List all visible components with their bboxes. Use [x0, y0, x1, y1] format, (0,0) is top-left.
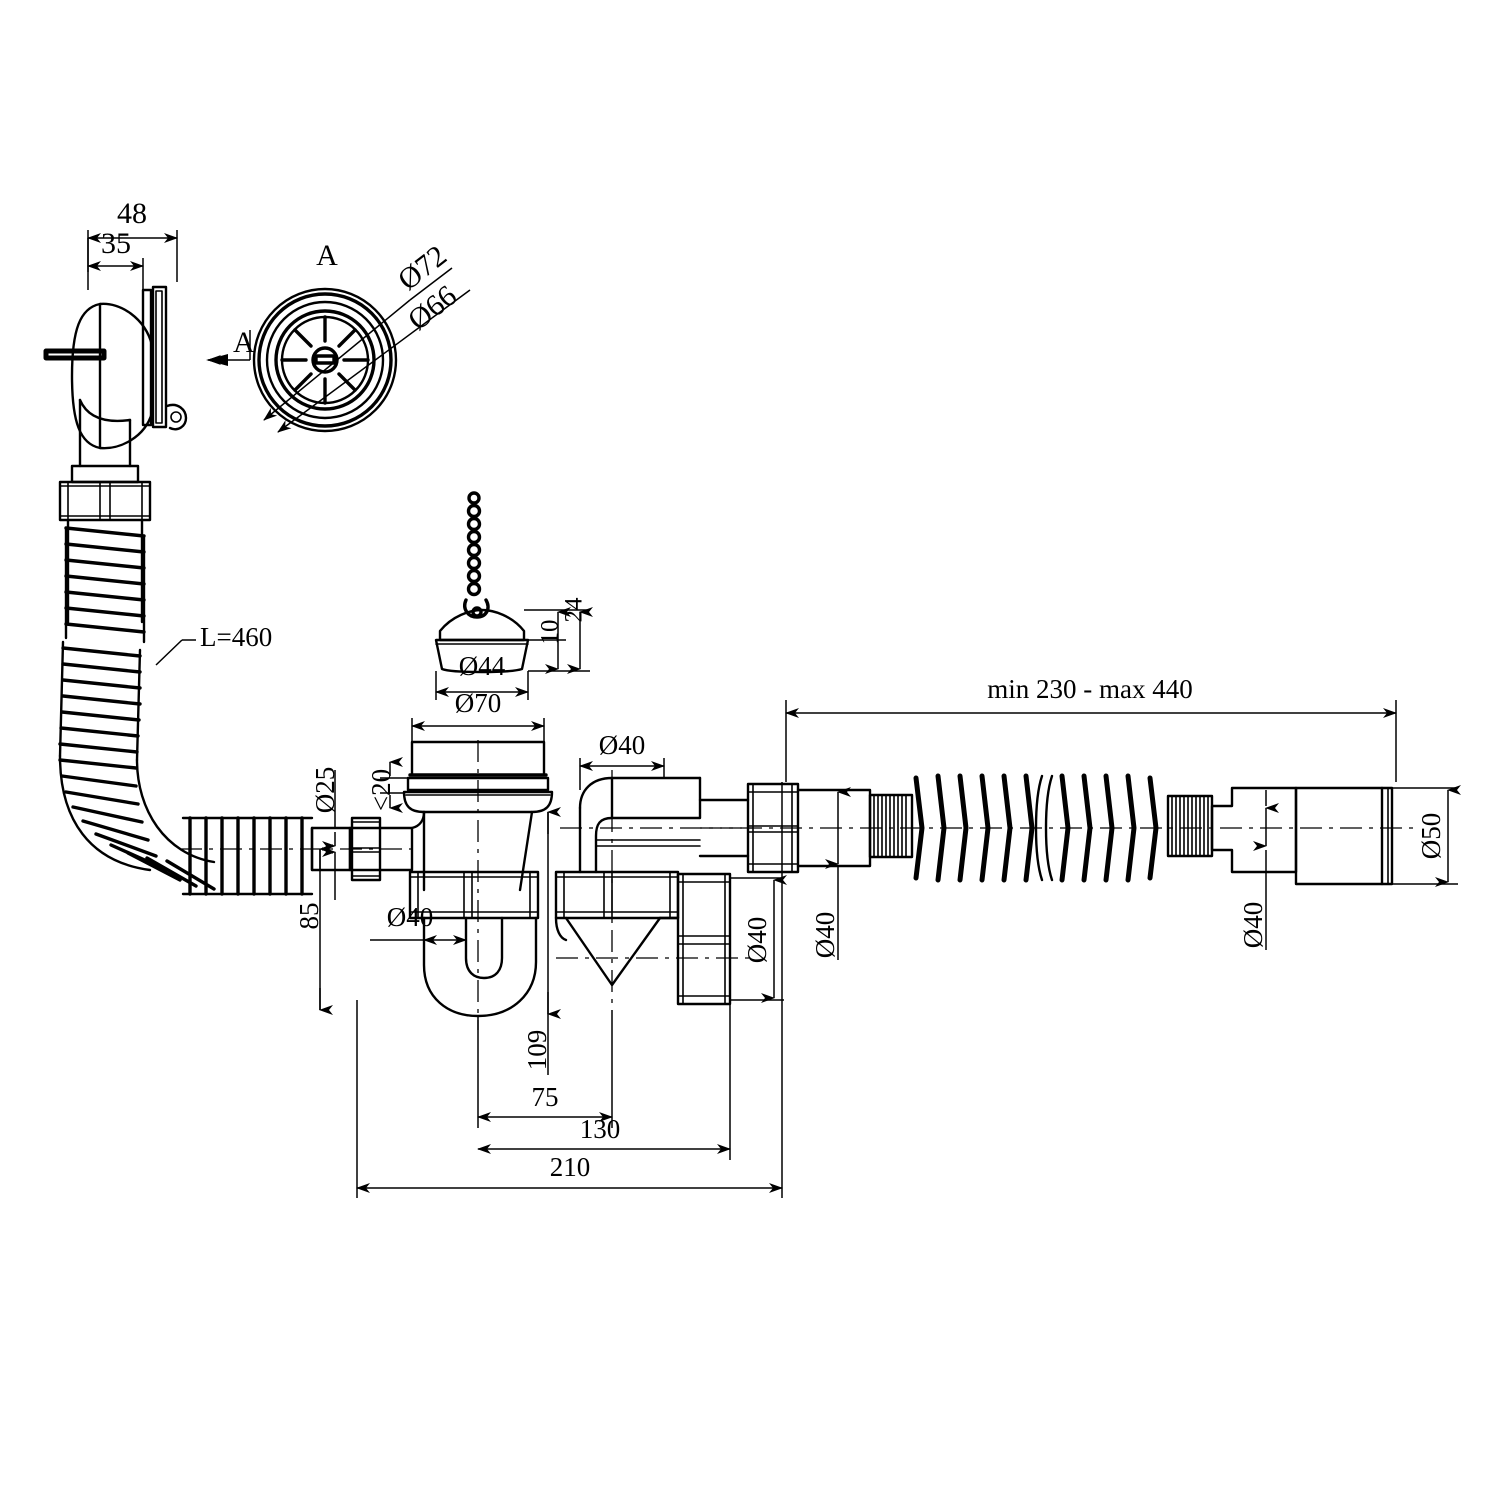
overflow-elbow-side-view — [43, 285, 188, 522]
section-arrow-a: A — [206, 326, 255, 366]
dim-label-48: 48 — [117, 197, 147, 230]
dim-label-extension-range: min 230 - max 440 — [987, 674, 1192, 704]
dim-label-dia40-elbow: Ø40 — [599, 730, 646, 760]
dim-label-75: 75 — [532, 1082, 559, 1112]
extendable-outlet-pipe — [700, 773, 1420, 886]
dim-label-dia50: Ø50 — [1416, 813, 1446, 860]
flexible-overflow-hose: L=460 — [58, 518, 352, 896]
dim-label-dia25: Ø25 — [310, 767, 340, 814]
section-label-a-left: A — [233, 326, 255, 359]
dim-label-210: 210 — [550, 1152, 591, 1182]
dimension-35: 35 — [87, 227, 144, 290]
dim-label-lt20: <20 — [366, 769, 396, 811]
dim-label-35: 35 — [101, 227, 131, 260]
dimension-109: 109 — [522, 807, 561, 1075]
dimension-dia50: Ø50 — [1392, 785, 1461, 887]
dimension-dia40-cleanout: Ø40 — [730, 875, 787, 1003]
dimension-dia40-elbow: Ø40 — [579, 730, 665, 790]
dim-label-trap-inlet-dia40: Ø40 — [387, 902, 434, 932]
dimension-48: 48 — [87, 197, 178, 290]
dimension-210: 210 — [356, 782, 783, 1198]
plug-with-chain: Ø44 10 24 — [434, 491, 593, 700]
dim-label-10: 10 — [537, 620, 564, 645]
view-label-a: A — [316, 239, 338, 272]
dimension-dia70: Ø70 — [411, 688, 545, 742]
dim-label-24: 24 — [561, 597, 588, 623]
dimension-extension-range: min 230 - max 440 — [785, 674, 1397, 782]
dim-label-dia70: Ø70 — [455, 688, 502, 718]
dim-label-dia40-right: Ø40 — [1238, 902, 1268, 949]
overflow-cover-face-view: A Ø72 Ø66 — [252, 239, 471, 433]
dimension-75: 75 — [477, 1010, 613, 1128]
dim-label-dia40-cleanout: Ø40 — [742, 917, 772, 964]
dim-label-hose-length: L=460 — [200, 622, 272, 652]
dim-label-85: 85 — [294, 903, 324, 930]
dimension-dia40-right: Ø40 — [1238, 790, 1279, 950]
dim-label-dia40-outlet: Ø40 — [810, 912, 840, 959]
dimension-dia40-outlet: Ø40 — [798, 787, 870, 960]
dimension-dia25: Ø25 — [310, 767, 340, 900]
dimension-130: 130 — [477, 1004, 731, 1160]
dim-label-109: 109 — [522, 1030, 552, 1071]
trap-assembly: Ø40 — [348, 740, 800, 1018]
dimension-lt20: <20 — [366, 757, 408, 813]
dim-label-130: 130 — [580, 1114, 621, 1144]
dim-label-dia44: Ø44 — [459, 651, 506, 681]
dimension-85: 85 — [294, 844, 333, 1015]
